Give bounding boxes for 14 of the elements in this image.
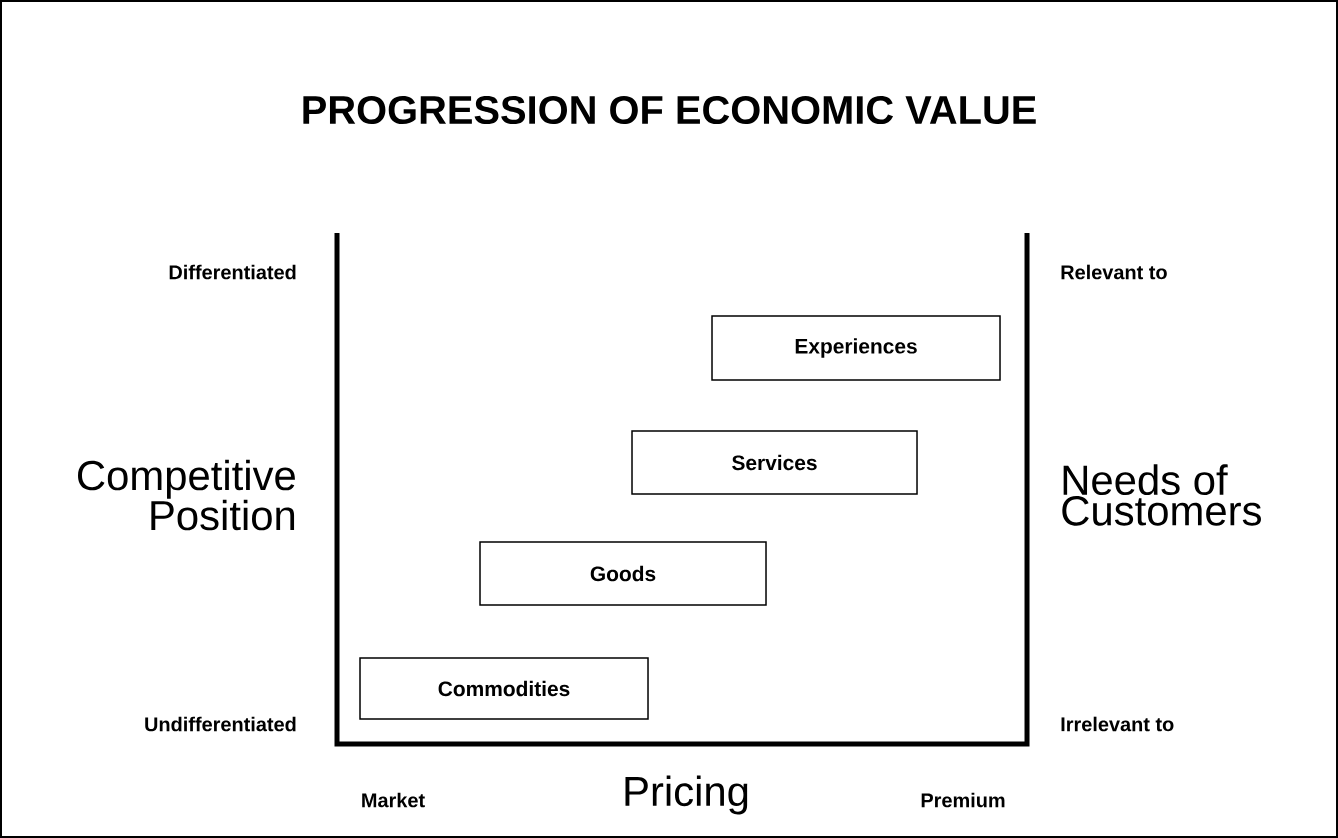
axis-label: Undifferentiated xyxy=(145,716,296,732)
stage-box: Experiences xyxy=(711,315,1001,381)
axis-label: Differentiated xyxy=(169,264,296,280)
axis-label: Irrelevant to xyxy=(1061,716,1174,732)
stage-box: Goods xyxy=(479,541,767,606)
title: PROGRESSION OF ECONOMIC VALUE xyxy=(303,95,1036,125)
axis-label: Premium xyxy=(921,792,1005,808)
axis-label: Pricing xyxy=(625,775,748,815)
axis-label: Market xyxy=(362,792,425,808)
stage-box: Commodities xyxy=(359,657,649,720)
axis-label: Needs of Customers xyxy=(1062,464,1261,526)
axis-label: Competitive Position xyxy=(78,459,295,531)
stage-box: Services xyxy=(631,430,918,495)
axis-label: Relevant to xyxy=(1061,264,1167,280)
